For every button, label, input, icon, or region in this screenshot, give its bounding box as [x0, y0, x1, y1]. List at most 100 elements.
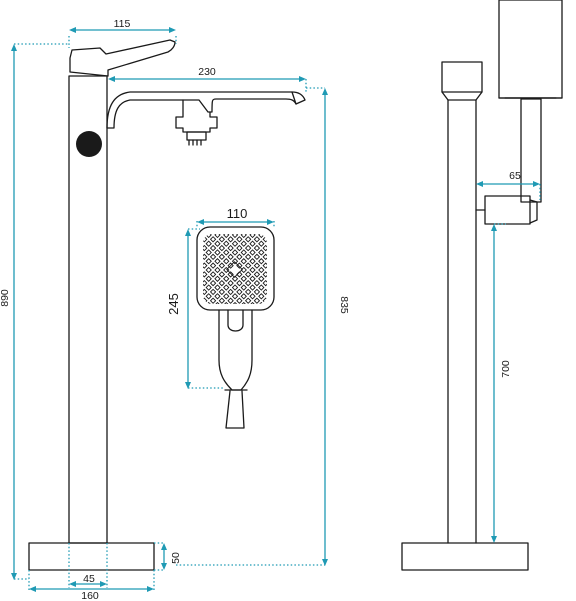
- nozzle: [205, 275, 212, 282]
- nozzle: [180, 250, 185, 255]
- nozzle: [209, 262, 217, 269]
- nozzle: [231, 293, 239, 300]
- nozzle: [209, 271, 217, 278]
- dim-label-230: 230: [198, 66, 216, 78]
- dim-label-160: 160: [81, 590, 99, 601]
- hose-connector: [175, 99, 218, 146]
- nozzle: [276, 241, 281, 246]
- nozzle: [231, 275, 239, 282]
- nozzle: [162, 267, 167, 272]
- nozzle: [266, 293, 267, 300]
- nozzle: [249, 266, 256, 274]
- nozzle: [209, 297, 217, 304]
- nozzle: [285, 259, 290, 264]
- nozzle: [276, 267, 281, 272]
- nozzle: [227, 253, 234, 261]
- nozzle: [236, 244, 243, 252]
- nozzle: [298, 272, 303, 277]
- shower-handle: [218, 309, 253, 391]
- nozzle: [258, 234, 265, 239]
- nozzle: [276, 276, 281, 281]
- nozzle: [218, 288, 226, 296]
- nozzle: [258, 275, 265, 282]
- nozzle: [209, 279, 217, 287]
- dim-shower-length: 245: [166, 228, 225, 389]
- nozzle: [246, 324, 251, 329]
- dim-label-835: 835: [338, 296, 350, 314]
- side-view-faucet: [401, 0, 563, 571]
- nozzle: [223, 293, 230, 300]
- nozzle: [249, 275, 256, 282]
- nozzle: [266, 266, 267, 274]
- nozzle: [231, 301, 239, 304]
- nozzle: [294, 267, 299, 272]
- nozzle: [214, 234, 221, 239]
- side-base: [401, 542, 529, 571]
- nozzle: [262, 271, 267, 278]
- nozzle: [223, 240, 230, 247]
- nozzle: [258, 293, 265, 300]
- nozzle: [285, 285, 290, 290]
- nozzle: [223, 258, 230, 265]
- nozzle: [253, 253, 261, 261]
- nozzle: [171, 267, 176, 272]
- nozzle: [218, 236, 226, 243]
- nozzle: [281, 246, 286, 251]
- nozzle: [206, 311, 211, 316]
- nozzle: [232, 197, 237, 202]
- nozzle: [209, 288, 217, 296]
- nozzle: [203, 279, 208, 287]
- nozzle: [180, 267, 185, 272]
- nozzle: [218, 271, 226, 278]
- nozzle: [203, 293, 204, 300]
- nozzle: [249, 234, 256, 239]
- nozzle: [262, 244, 267, 252]
- nozzle: [224, 329, 229, 334]
- nozzle: [281, 263, 286, 268]
- dim-label-65: 65: [509, 170, 521, 182]
- nozzle: [189, 285, 194, 290]
- nozzle: [224, 224, 229, 229]
- nozzle: [249, 258, 256, 265]
- nozzle: [209, 253, 217, 261]
- nozzle: [232, 338, 237, 343]
- nozzle: [240, 258, 247, 265]
- nozzle: [276, 250, 281, 255]
- front-view-faucet: [28, 39, 306, 571]
- nozzle: [219, 324, 224, 329]
- nozzle: [253, 297, 261, 304]
- nozzle: [236, 253, 243, 261]
- side-head: [441, 61, 483, 93]
- nozzle: [244, 271, 252, 278]
- nozzle: [250, 215, 255, 220]
- nozzle: [281, 254, 286, 259]
- nozzle: [231, 234, 239, 239]
- nozzle: [244, 262, 252, 269]
- nozzle: [167, 263, 172, 268]
- nozzle: [237, 228, 242, 233]
- nozzle: [180, 285, 185, 290]
- shower-holder: [484, 195, 531, 225]
- nozzle: [259, 311, 264, 316]
- nozzle: [214, 266, 221, 274]
- nozzle: [175, 263, 180, 268]
- nozzle: [249, 249, 256, 256]
- nozzle: [258, 284, 265, 291]
- nozzle: [205, 301, 212, 304]
- nozzle: [203, 262, 208, 269]
- nozzle: [215, 215, 220, 220]
- nozzle: [214, 240, 221, 247]
- nozzle: [240, 301, 247, 304]
- nozzle: [218, 244, 226, 252]
- faucet-base: [28, 542, 155, 571]
- dim-base-width: 160: [28, 570, 155, 601]
- nozzle: [223, 275, 230, 282]
- nozzle: [266, 284, 267, 291]
- dim-base-height: 50: [154, 542, 182, 571]
- nozzle: [244, 288, 252, 296]
- nozzle: [231, 284, 239, 291]
- nozzle: [258, 266, 265, 274]
- nozzle: [244, 244, 252, 252]
- control-knob: [76, 131, 102, 157]
- nozzle: [249, 293, 256, 300]
